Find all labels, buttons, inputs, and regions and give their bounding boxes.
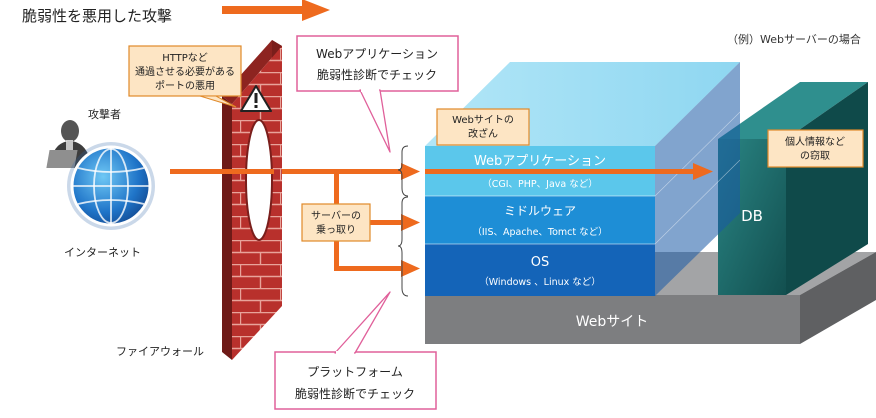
webapp-check-line-1: Webアプリケーション	[316, 47, 438, 61]
internet-label: インターネット	[64, 246, 141, 259]
layer-os-detail: （Windows 、Linux など）	[479, 276, 601, 288]
platform-check-callout: プラットフォーム 脆弱性診断でチェック	[274, 291, 437, 410]
warning-triangle-icon	[240, 85, 272, 112]
platform-check-line-2: 脆弱性診断でチェック	[295, 386, 415, 401]
firewall-callout-line-3: ポートの悪用	[155, 80, 215, 92]
layer-webapp-name: Webアプリケーション	[474, 154, 606, 169]
layer-middleware-name: ミドルウェア	[504, 204, 576, 218]
server-takeover-line-2: 乗っ取り	[316, 224, 356, 236]
layer-webapp-detail: （CGI、PHP、Java など）	[482, 178, 598, 190]
db-label: DB	[741, 207, 763, 225]
firewall-wall	[222, 40, 282, 360]
example-label: （例）Webサーバーの場合	[727, 32, 861, 46]
webapp-check-line-2: 脆弱性診断でチェック	[317, 67, 437, 82]
layer-brackets	[397, 145, 409, 297]
firewall-callout: HTTPなど 通過させる必要がある ポートの悪用	[128, 45, 242, 108]
firewall-callout-line-1: HTTPなど	[162, 52, 208, 64]
platform-check-line-1: プラットフォーム	[307, 365, 403, 379]
layer-middleware-detail: （IIS、Apache、Tomct など）	[472, 226, 607, 238]
info-theft-line-1: 個人情報など	[785, 135, 845, 148]
info-theft-callout: 個人情報など の窃取	[767, 129, 864, 168]
server-takeover-callout: サーバーの 乗っ取り	[301, 203, 371, 242]
legend-label: 脆弱性を悪用した攻撃	[22, 7, 172, 25]
globe-icon	[67, 142, 155, 230]
site-tamper-line-1: Webサイトの	[452, 114, 514, 126]
attacker-label: 攻撃者	[88, 107, 121, 121]
layer-os-name: OS	[531, 255, 549, 270]
webapp-check-callout: Webアプリケーション 脆弱性診断でチェック	[296, 35, 459, 153]
legend-arrow	[222, 0, 330, 21]
layer-stack	[425, 62, 741, 296]
site-tamper-line-2: 改ざん	[468, 127, 498, 140]
website-label: Webサイト	[576, 314, 649, 330]
info-theft-line-2: の窃取	[800, 149, 830, 162]
firewall-label: ファイアウォール	[116, 345, 204, 358]
firewall-callout-line-2: 通過させる必要がある	[135, 65, 235, 78]
server-takeover-line-1: サーバーの	[311, 210, 361, 222]
site-tamper-callout: Webサイトの 改ざん	[436, 108, 530, 146]
